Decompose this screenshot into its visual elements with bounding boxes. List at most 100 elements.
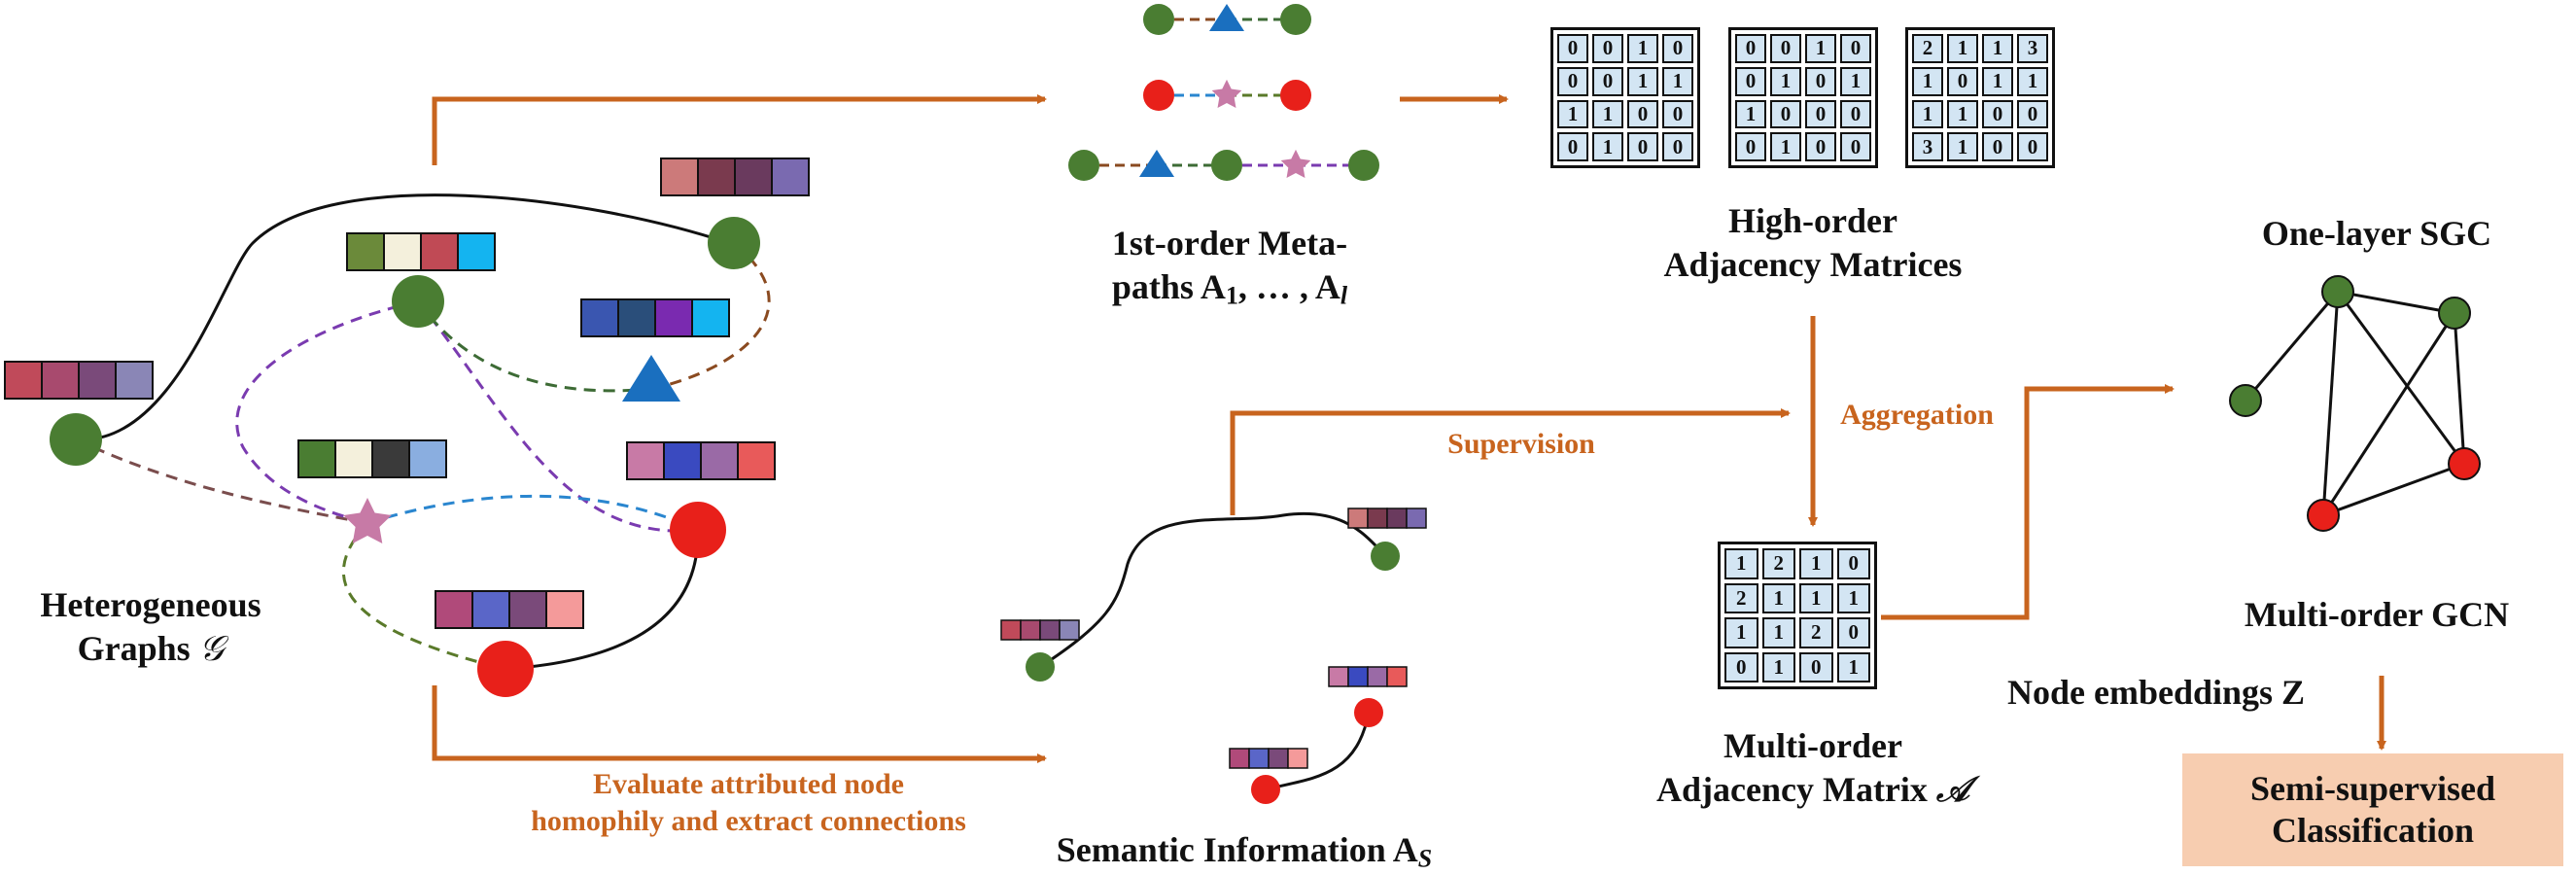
graph-edge-solid <box>75 193 730 441</box>
graph-edge-solid <box>505 529 700 671</box>
matrix-cell: 1 <box>1592 132 1623 161</box>
semantic-graphs <box>1000 508 1427 804</box>
pink-star-node <box>1280 149 1311 179</box>
matrix-cell: 0 <box>1805 99 1836 129</box>
pink-star-node <box>1211 79 1242 109</box>
matrix-cell: 0 <box>1840 99 1871 129</box>
green-node <box>1068 150 1099 181</box>
matrix-cell: 1 <box>1912 99 1943 129</box>
graph-edge-dashed <box>75 438 368 525</box>
matrix-cell: 1 <box>1557 99 1588 129</box>
attribute-vector <box>297 439 447 478</box>
node-embeddings-label: Node embeddings Z <box>2007 673 2306 712</box>
matrix-cell: 0 <box>1627 99 1658 129</box>
green-node <box>2321 275 2354 308</box>
blue-triangle-node <box>1139 150 1174 177</box>
matrix-cell: 2 <box>1912 34 1943 63</box>
arrow-to-semantic <box>432 685 1047 763</box>
matrix-cell: 1 <box>1947 34 1978 63</box>
matrix-cell: 1 <box>1799 582 1833 613</box>
blue-triangle-node <box>1209 4 1244 31</box>
matrix-cell: 0 <box>1735 132 1766 161</box>
matrix-cell: 3 <box>2017 34 2048 63</box>
green-node <box>708 217 760 269</box>
red-node <box>1143 80 1174 111</box>
semantic-edge <box>1039 511 1386 669</box>
classification-box: Semi-supervised Classification <box>2182 753 2563 866</box>
matrix-cell: 0 <box>1592 34 1623 63</box>
green-node <box>2438 297 2471 330</box>
multi-order-adjacency-label: Multi-order Adjacency Matrix 𝒜 <box>1656 726 1969 809</box>
matrix-cell: 1 <box>1799 548 1833 579</box>
matrix-cell: 0 <box>1770 99 1801 129</box>
green-node <box>392 275 444 328</box>
matrix-cell: 1 <box>1805 34 1836 63</box>
matrix-cell: 2 <box>1799 617 1833 648</box>
matrix-cell: 1 <box>1662 66 1693 96</box>
arrow-to-sgc <box>1881 384 2175 620</box>
green-node <box>1280 4 1311 35</box>
attribute-vector <box>660 158 810 196</box>
matrix-cell: 1 <box>1836 582 1870 613</box>
matrix-cell: 1 <box>1770 132 1801 161</box>
green-node <box>50 413 102 466</box>
red-node <box>2307 499 2340 532</box>
matrix-cell: 0 <box>1662 34 1693 63</box>
evaluate-label: Evaluate attributed node homophily and e… <box>531 768 966 837</box>
matrix-cell: 2 <box>1761 548 1795 579</box>
metapaths-label: 1st-order Meta- paths A1, … , Al <box>1111 224 1348 310</box>
matrix-cell: 1 <box>1761 617 1795 648</box>
green-node <box>2229 384 2262 417</box>
graph-edge-dashed <box>416 300 652 393</box>
semantic-information-label: Semantic Information AS <box>1056 830 1433 873</box>
heterogeneous-graph <box>4 158 810 697</box>
matrix-cell: 1 <box>2017 66 2048 96</box>
matrix-cell: 0 <box>1557 34 1588 63</box>
matrix-cell: 0 <box>1840 132 1871 161</box>
graph-edge-dashed <box>366 494 699 532</box>
attribute-vector <box>435 590 584 629</box>
attribute-vector <box>346 232 496 271</box>
matrix-cell: 1 <box>1982 66 2013 96</box>
green-node <box>1348 150 1379 181</box>
blue-triangle-node <box>622 355 680 402</box>
matrix-cell: 1 <box>1592 99 1623 129</box>
matrix-cell: 0 <box>1627 132 1658 161</box>
green-node <box>1371 542 1400 571</box>
pink-star-node <box>343 498 392 543</box>
multi-order-gcn-label: Multi-order GCN <box>2244 595 2510 634</box>
matrix-cell: 0 <box>2017 99 2048 129</box>
matrix-cell: 0 <box>1557 66 1588 96</box>
graph-edge-dashed <box>235 299 419 525</box>
matrix-cell: 0 <box>1836 617 1870 648</box>
matrix-cell: 1 <box>1627 66 1658 96</box>
attribute-vector <box>1328 666 1408 687</box>
matrix-cell: 1 <box>1947 132 1978 161</box>
matrix-cell: 0 <box>1770 34 1801 63</box>
matrix-cell: 0 <box>1836 548 1870 579</box>
red-node <box>1354 698 1383 727</box>
attribute-vector <box>580 298 730 337</box>
attribute-vector <box>1000 619 1080 641</box>
matrix-cell: 1 <box>1770 66 1801 96</box>
heterogeneous-graphs-label: Heterogeneous Graphs 𝒢 <box>40 585 261 668</box>
matrix-cell: 1 <box>1836 651 1870 682</box>
attribute-vector <box>1347 508 1427 529</box>
metapath-chains <box>1068 4 1379 181</box>
aggregation-label: Aggregation <box>1840 399 1994 431</box>
matrix-cell: 1 <box>1912 66 1943 96</box>
matrix-cell: 0 <box>1662 132 1693 161</box>
attribute-vector <box>4 361 154 400</box>
high-order-label: High-order Adjacency Matrices <box>1663 201 1963 284</box>
matrix-cell: 0 <box>1982 132 2013 161</box>
arrow-supervision <box>1230 408 1791 515</box>
sgc-title: One-layer SGC <box>2261 214 2492 253</box>
green-node <box>1026 652 1055 682</box>
matrix-cell: 2 <box>1724 582 1758 613</box>
matrix-cell: 1 <box>1735 99 1766 129</box>
matrix-cell: 0 <box>1947 66 1978 96</box>
